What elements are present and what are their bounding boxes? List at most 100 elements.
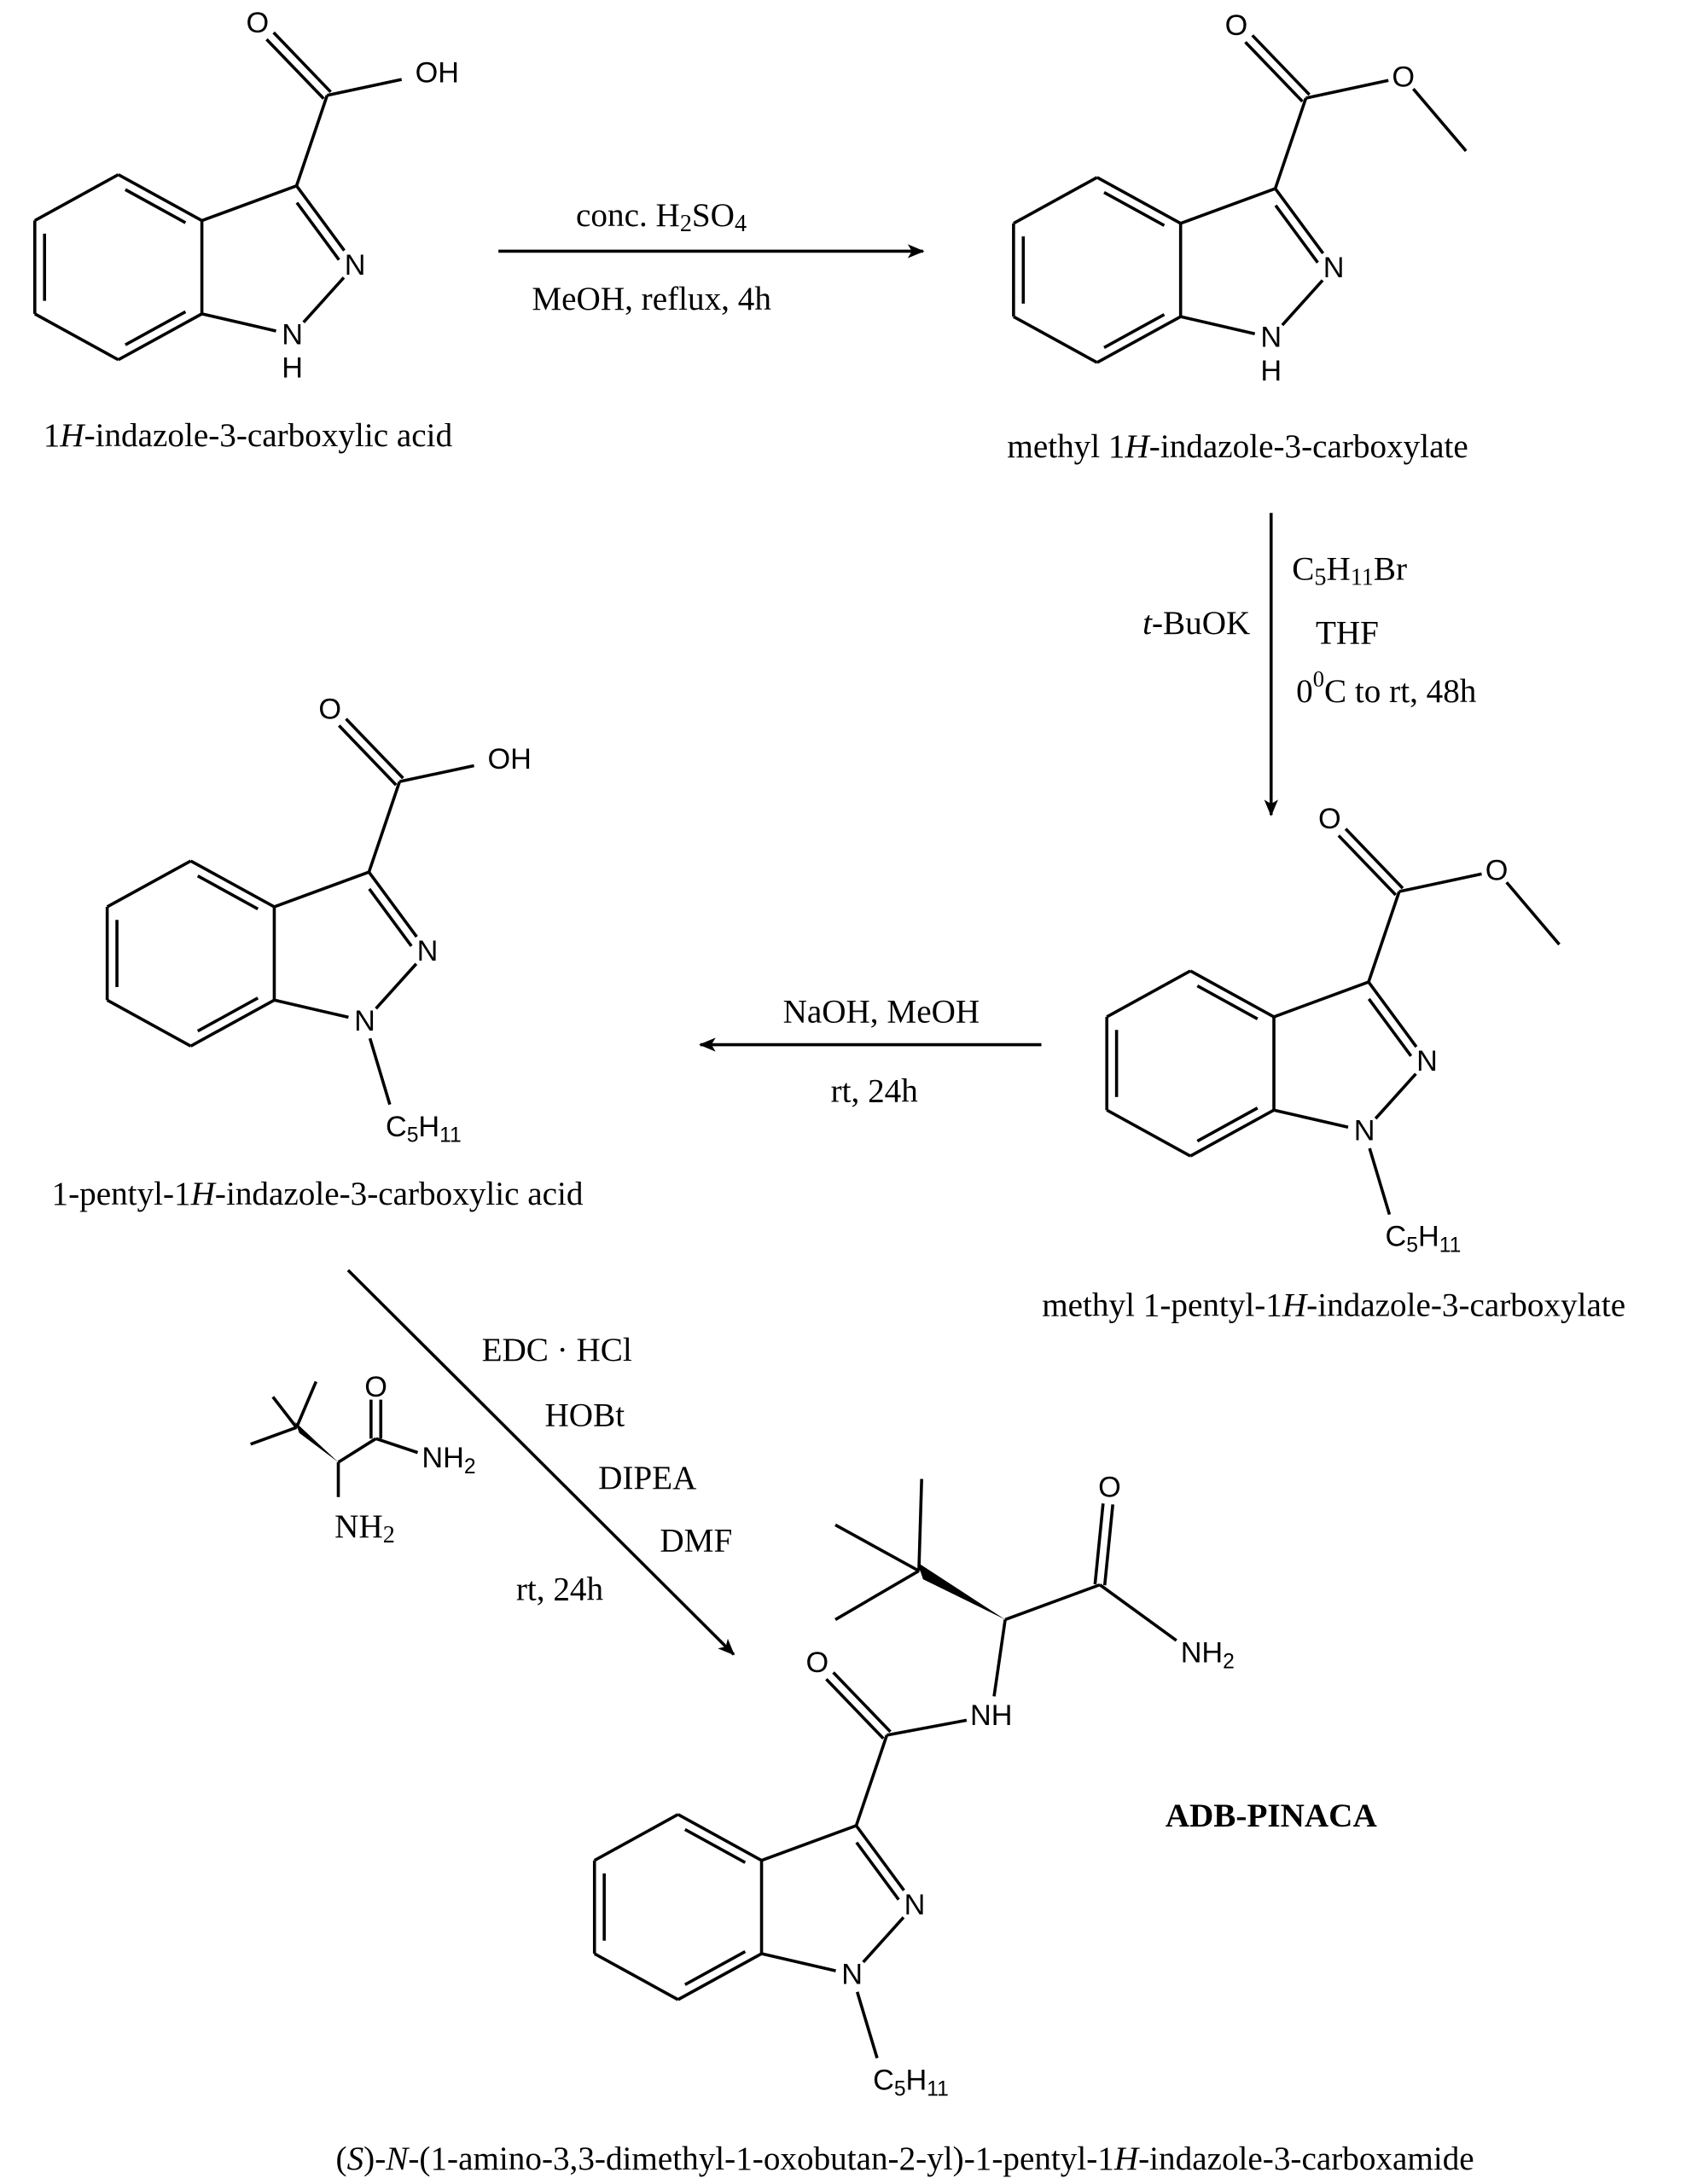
c3-carbonyl-bond (1367, 891, 1401, 983)
amide-carbonyl-bond-2 (1093, 1503, 1105, 1585)
nitrogen-label: N (904, 1889, 926, 1921)
compound-name-part: -indazole-3-carboxylic acid (84, 416, 453, 453)
carbonyl-double-bond-2 (338, 724, 398, 787)
n-pentyl-bond (1368, 1147, 1392, 1216)
carbonyl-double-bond-2 (1244, 41, 1304, 103)
ester-oxygen-label: O (1485, 855, 1509, 887)
c-nh2-bond (375, 1437, 419, 1455)
hydroxyl-label: OH (416, 57, 459, 90)
aromatic-bond (593, 1813, 679, 1862)
condition-time-part: rt, 24h (516, 1571, 604, 1607)
oxygen-label: O (1318, 803, 1341, 835)
compound-name-part: H (1125, 427, 1152, 464)
condition-reagent-part: 2 (680, 210, 692, 236)
c-n-double-bond-inner (855, 1841, 900, 1901)
c-n-double-bond-inner (368, 887, 413, 948)
carbonyl-double-bond-2 (825, 1678, 885, 1740)
nitrogen-label: N (1323, 252, 1345, 284)
reaction-arrow-4 (346, 1269, 735, 1656)
compound-name-part: S (347, 2140, 364, 2176)
carbonyl-double-bond (832, 1671, 892, 1734)
condition-reagent-part: NaOH, MeOH (783, 993, 980, 1030)
nitrogen-label: N (354, 1005, 375, 1037)
n-n-bond (862, 1916, 905, 1964)
aromatic-bond-inner (683, 1827, 747, 1864)
c-n-double-bond (1367, 981, 1418, 1048)
o-methyl-bond (1505, 881, 1561, 946)
aromatic-bond-inner (1196, 985, 1259, 1020)
oxygen-label: O (805, 1647, 828, 1679)
compound-name-part: H (190, 1176, 218, 1212)
ring-bond (761, 1952, 836, 1972)
pentyl-label: C5H11 (1386, 1221, 1462, 1257)
nitrogen-label: N (1354, 1115, 1375, 1147)
c-nh2-bond (1098, 1583, 1177, 1642)
methyl-bond (271, 1396, 298, 1429)
compound-name-part: methyl 1 (1007, 427, 1125, 464)
aromatic-bond (117, 173, 203, 223)
amine-nh2-label-part: 2 (383, 1521, 395, 1548)
condition-additive: HOBt (545, 1397, 625, 1433)
pentyl-label-part: 11 (927, 2077, 949, 2100)
methyl-bond (834, 1569, 920, 1621)
aromatic-bond (1013, 315, 1098, 364)
amide-nh-label: NH (970, 1699, 1012, 1732)
aromatic-bond-inner (1103, 190, 1166, 227)
trivial-name: ADB-PINACA (1166, 1798, 1377, 1834)
c-n-double-bond (1274, 187, 1325, 255)
n-pentyl-bond (855, 1991, 879, 2059)
c-n-double-bond-inner (1274, 204, 1319, 264)
pentyl-label-part: 11 (439, 1124, 462, 1147)
nitrogen-label: N (1416, 1045, 1438, 1077)
compound-name-part: methyl 1-pentyl-1 (1042, 1287, 1282, 1323)
aromatic-bond-inner (1196, 1107, 1259, 1143)
hydroxyl-label: OH (488, 743, 532, 775)
hydrogen-label: H (282, 352, 303, 385)
compound-name-part: -indazole-3-carboxylate (1149, 427, 1468, 464)
n-calpha-bond (992, 1619, 1007, 1697)
oxygen-label: O (247, 7, 270, 39)
condition-reagent-part: conc. H (576, 197, 680, 234)
c3-carbonyl-bond (854, 1734, 889, 1827)
ring-bond (1273, 980, 1369, 1019)
amide-nh2-label-part: NH (422, 1442, 463, 1474)
c-n-double-bond-inner (1367, 997, 1413, 1057)
bond (337, 1437, 377, 1464)
compound-name-part: ( (336, 2140, 347, 2176)
compound-name-part: 1-pentyl-1 (52, 1176, 191, 1212)
c-n-double-bond (855, 1824, 905, 1891)
carbonyl-double-bond-2 (265, 38, 325, 100)
amide-nh2-label-part: 2 (464, 1455, 476, 1478)
condition-reagent-part: H (1326, 550, 1350, 587)
pentyl-label: C5H11 (873, 2065, 949, 2100)
condition-time: rt, 24h (516, 1571, 604, 1607)
ring-bond (1180, 315, 1256, 335)
pentyl-label-part: 5 (1406, 1234, 1418, 1257)
oxygen-label: O (364, 1371, 387, 1403)
stereo-wedge-bond (917, 1562, 1006, 1620)
c-oh-bond (398, 764, 474, 783)
condition-solvent: THF (1316, 614, 1379, 651)
ring-bond (1273, 1108, 1349, 1130)
c-n-double-bond (295, 184, 346, 252)
methyl-bond (294, 1380, 318, 1428)
aromatic-bond-inner (1103, 313, 1166, 350)
methyl-bond (917, 1478, 923, 1571)
stereo-wedge-bond (294, 1421, 339, 1463)
ring-bond (201, 312, 276, 333)
condition-reagent: NaOH, MeOH (783, 993, 980, 1030)
carbonyl-double-bond (1251, 34, 1311, 96)
compound-name-part: N (385, 2140, 410, 2176)
compound-name-part: H (1113, 2140, 1141, 2176)
aromatic-bond-inner (125, 310, 187, 346)
nitrogen-label: N (417, 935, 439, 967)
aromatic-bond (1189, 1108, 1275, 1158)
amine-nh2-label: NH2 (334, 1508, 395, 1548)
compound-name-part: H (59, 416, 86, 453)
aromatic-bond-inner (683, 1949, 747, 1986)
condition-time-part: rt, 24h (831, 1072, 919, 1109)
methyl-bond (834, 1523, 920, 1572)
compound-name-part: )- (363, 2140, 386, 2176)
